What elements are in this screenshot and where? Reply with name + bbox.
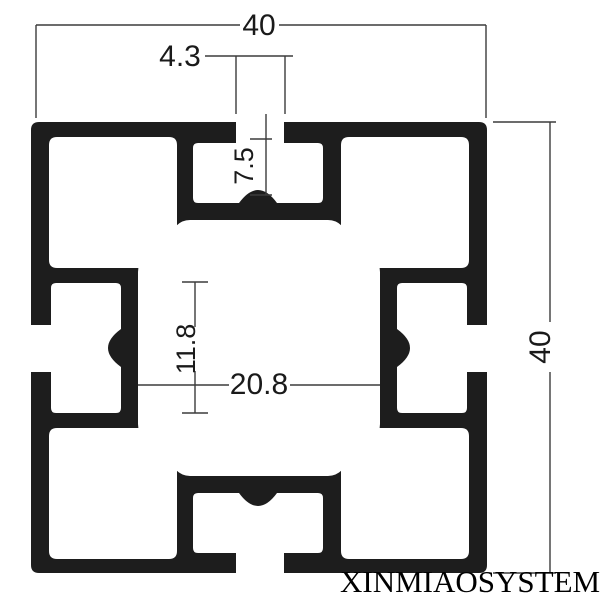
- dim-slot-depth: 7.5: [229, 114, 272, 196]
- screw-boss-bump-bottom: [239, 493, 277, 506]
- tslot-cavity-top: [193, 121, 323, 203]
- corner-cavity-bottom-left: [49, 428, 177, 559]
- dim-center-cavity-width: 20.8: [138, 368, 380, 401]
- dim-side-cavity-value: 11.8: [171, 324, 201, 375]
- dim-overall-width-value: 40: [242, 9, 275, 42]
- dim-overall-height: 40: [493, 121, 557, 574]
- dim-center-cavity-value: 20.8: [230, 368, 288, 401]
- dim-overall-width: 40: [35, 9, 487, 118]
- center-cavity: [138, 220, 380, 476]
- screw-boss-bump-top: [239, 190, 277, 203]
- screw-boss-bump-right: [397, 329, 410, 367]
- screw-boss-bump-left: [108, 329, 121, 367]
- tslot-cavity-bottom: [193, 493, 323, 574]
- dim-overall-height-value: 40: [524, 330, 557, 363]
- tslot-cavity-right: [397, 283, 488, 413]
- dim-slot-opening: 4.3: [159, 40, 293, 114]
- watermark-text: XINMIAOSYSTEM: [340, 564, 600, 599]
- tslot-cavity-left: [30, 283, 121, 413]
- dim-slot-depth-value: 7.5: [229, 147, 259, 185]
- dim-side-cavity-height: 11.8: [171, 281, 208, 414]
- corner-cavity-bottom-right: [341, 428, 469, 559]
- corner-cavity-top-right: [341, 137, 469, 268]
- corner-cavity-top-left: [49, 137, 177, 268]
- dim-slot-opening-value: 4.3: [159, 40, 201, 73]
